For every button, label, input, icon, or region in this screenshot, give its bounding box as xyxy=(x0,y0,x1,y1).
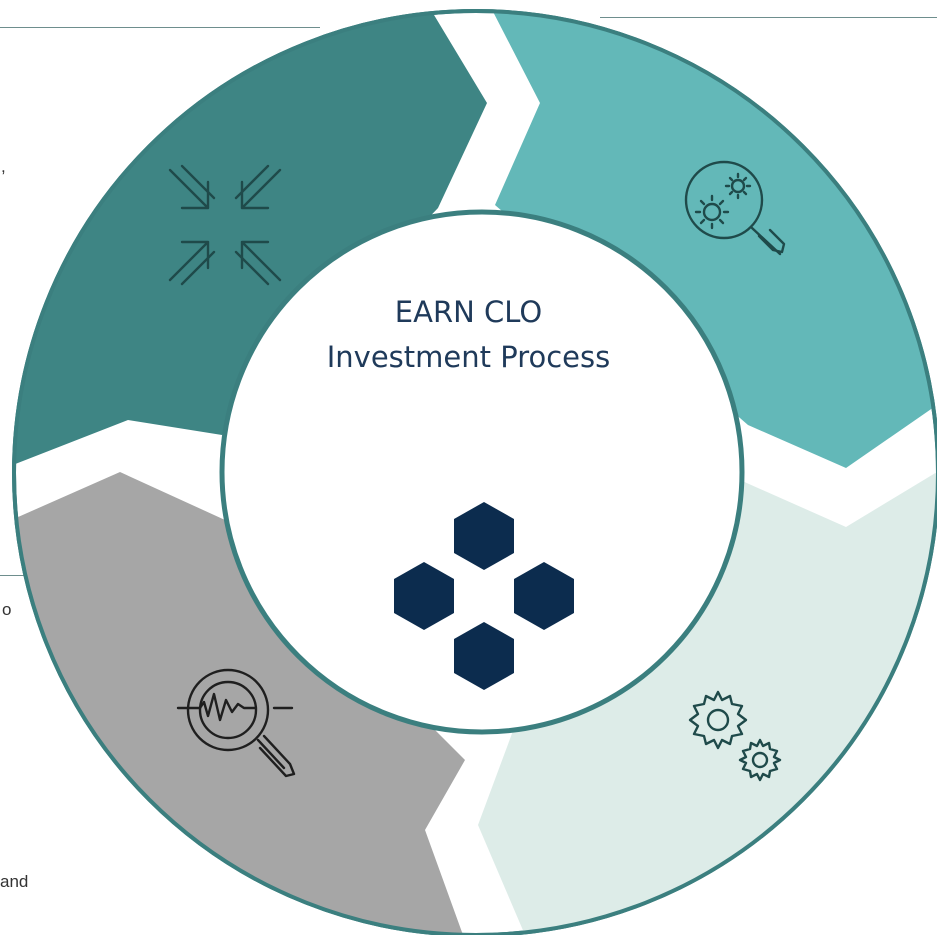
edge-text-and: and xyxy=(0,872,29,891)
hexagon-cluster-logo xyxy=(394,502,574,690)
top-divider-line-right xyxy=(600,17,937,18)
bottom-divider-line xyxy=(0,575,40,576)
top-divider-line xyxy=(0,27,320,28)
gears-icon xyxy=(688,690,782,782)
gears-magnifier-icon xyxy=(684,160,786,256)
center-circle xyxy=(219,209,745,735)
outer-ring-stroke xyxy=(12,9,937,935)
edge-text-comma: , xyxy=(1,157,6,176)
compress-arrows-icon xyxy=(168,164,282,286)
edge-text-o: o xyxy=(2,600,12,619)
waveform-magnifier-icon xyxy=(176,668,296,778)
